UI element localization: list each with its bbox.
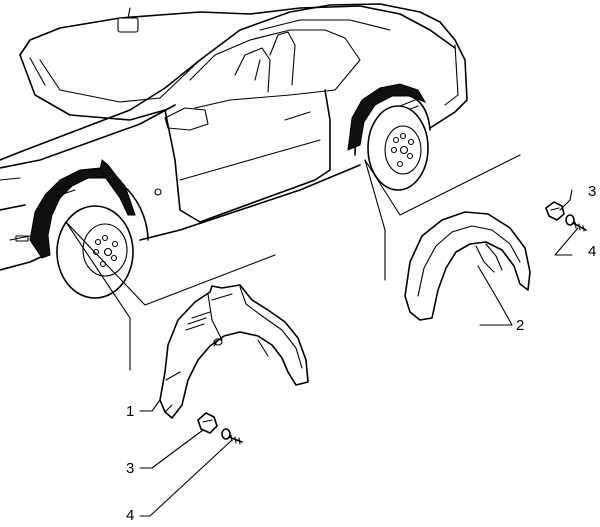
label-1: 1 [126,403,134,420]
label-2: 2 [516,317,524,334]
front-wheel-bolts [92,234,119,268]
rear-wheel-arch-liner [404,211,531,321]
clip-right [545,201,565,221]
front-wheel-arch [29,159,149,299]
label-3-bottom: 3 [126,460,134,477]
front-wheel-arch-liner [159,284,309,419]
car-body [0,3,468,271]
callout-leaders [139,189,579,517]
rear-wheel-arch [347,83,431,191]
callout-labels: 1 2 3 4 3 4 [126,183,596,524]
screw-bottom [221,428,243,445]
clip-bottom [197,412,218,434]
screw-right [565,214,587,232]
rear-wheel-bolts [390,132,415,168]
explosion-lines [65,154,521,371]
label-4-right: 4 [588,243,596,260]
label-4-bottom: 4 [126,507,134,522]
label-3-right: 3 [588,183,596,200]
